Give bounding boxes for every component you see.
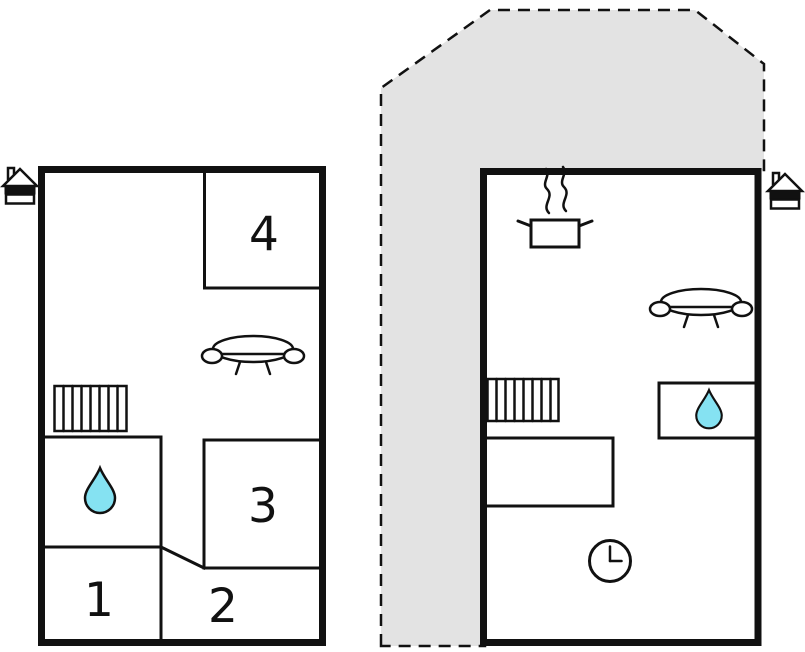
water-drop-icon [83, 464, 117, 515]
clock-icon [588, 539, 632, 583]
left-diagonal-wall [158, 544, 207, 571]
sofa-icon [648, 287, 754, 329]
sofa-icon [200, 334, 306, 376]
fireplace-icon [0, 166, 41, 205]
room-label-4: 4 [249, 207, 279, 262]
stairs-icon [486, 377, 560, 423]
floorplan-left: 1 2 3 4 [38, 166, 326, 646]
floorplan-right [480, 165, 762, 646]
water-drop-icon [695, 387, 723, 430]
room-label-2: 2 [208, 579, 238, 634]
stairs-icon [53, 384, 128, 433]
room-label-1: 1 [84, 573, 114, 628]
room-label-3: 3 [248, 479, 278, 534]
fireplace-icon [764, 171, 805, 210]
stove-pot-icon [516, 165, 594, 249]
